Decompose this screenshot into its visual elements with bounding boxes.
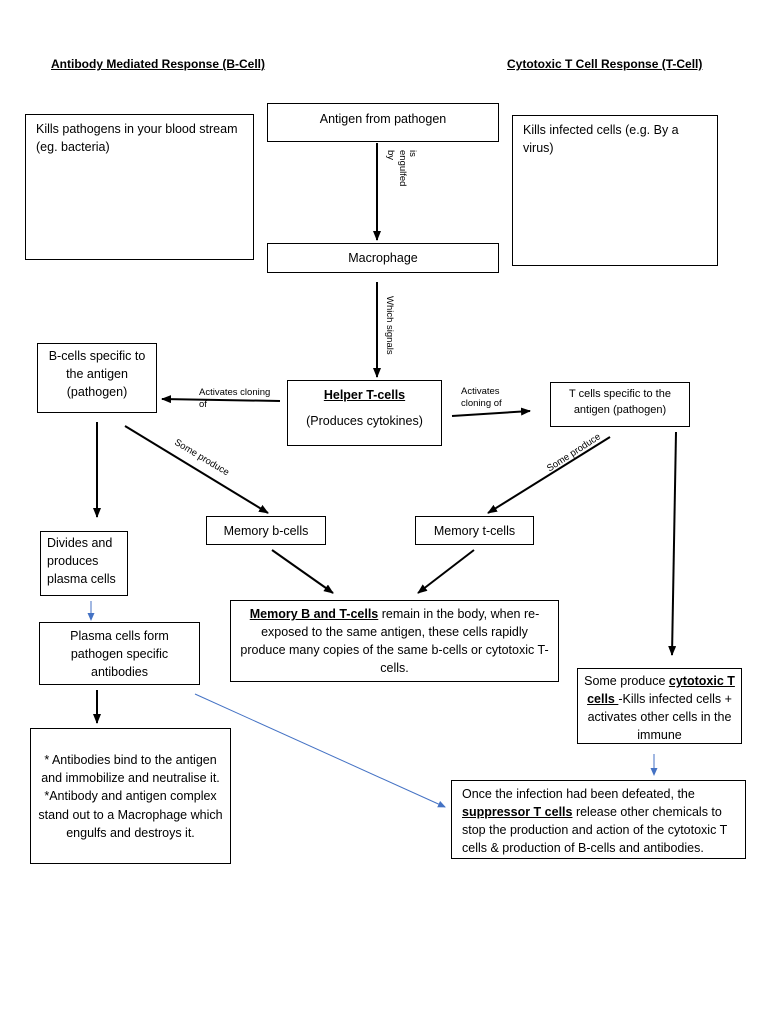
tcells-specific-text: T cells specific to the antigen (pathoge… xyxy=(569,388,671,416)
suppressor-text: release other chemicals to stop the prod… xyxy=(462,805,727,856)
memory-bcells-box: Memory b-cells xyxy=(206,516,326,545)
suppressor-box: Once the infection had been defeated, th… xyxy=(451,780,746,859)
arrow-memoryb-memorybt xyxy=(271,549,334,594)
label-by: by xyxy=(385,150,396,161)
macrophage-box: Macrophage xyxy=(267,243,499,273)
divides-text: Divides and produces plasma cells xyxy=(47,536,116,587)
label-is-engulfed-by: is engulfed by xyxy=(384,150,424,210)
helper-tcells-box: Helper T-cells (Produces cytokines) xyxy=(287,380,442,446)
heading-t-cell: Cytotoxic T Cell Response (T-Cell) xyxy=(507,57,703,71)
heading-b-cell: Antibody Mediated Response (B-Cell) xyxy=(51,57,266,71)
label-which-signals: Which signals xyxy=(384,296,395,355)
label-activates-left: Activates cloning of xyxy=(199,387,271,410)
antigen-text: Antigen from pathogen xyxy=(319,112,447,126)
cytotoxic-box: Some produce cytotoxic T cells -Kills in… xyxy=(577,668,742,744)
suppressor-bold: suppressor T cells xyxy=(462,805,573,820)
arrow-bcells-memoryb xyxy=(124,425,269,514)
kills-infected-box: Kills infected cells (e.g. By a virus) xyxy=(512,115,718,266)
helper-tcells-subtitle: (Produces cytokines) xyxy=(306,414,423,429)
memory-tcells-box: Memory t-cells xyxy=(415,516,534,545)
arrow-helper-bcells xyxy=(161,395,281,404)
memory-bt-bold: Memory B and T-cells xyxy=(249,607,379,621)
antibodies-bind-box: * Antibodies bind to the antigen and imm… xyxy=(30,728,231,864)
cytotoxic-bold: cytotoxic T cells xyxy=(587,674,735,707)
cytotoxic-pre: Some produce xyxy=(584,674,669,688)
divides-box: Divides and produces plasma cells xyxy=(40,531,128,596)
plasma-cells-text: Plasma cells form pathogen specific anti… xyxy=(70,629,169,680)
antibodies-bind-text: * Antibodies bind to the antigen and imm… xyxy=(38,753,223,840)
memory-bt-text: remain in the body, when re-exposed to t… xyxy=(240,607,549,676)
suppressor-pre: Once the infection had been defeated, th… xyxy=(462,787,695,801)
bcells-specific-text: B-cells specific to the antigen (pathoge… xyxy=(48,349,146,400)
helper-tcells-title: Helper T-cells xyxy=(323,388,406,402)
memory-tcells-text: Memory t-cells xyxy=(433,524,516,538)
memory-bt-box: Memory B and T-cells remain in the body,… xyxy=(230,600,559,682)
plasma-cells-box: Plasma cells form pathogen specific anti… xyxy=(39,622,200,685)
arrow-plasma-suppressor xyxy=(194,693,446,808)
label-activates-right: Activates cloning of xyxy=(461,386,502,409)
kills-pathogens-box: Kills pathogens in your blood stream (eg… xyxy=(25,114,254,260)
arrow-tcells-memoryt xyxy=(487,436,611,514)
macrophage-text: Macrophage xyxy=(348,251,418,265)
cytotoxic-text: -Kills infected cells + activates other … xyxy=(587,692,732,743)
arrow-helper-tcells xyxy=(451,407,531,417)
tcells-specific-box: T cells specific to the antigen (pathoge… xyxy=(550,382,690,427)
bcells-specific-box: B-cells specific to the antigen (pathoge… xyxy=(37,343,157,413)
kills-pathogens-text: Kills pathogens in your blood stream (eg… xyxy=(36,122,238,155)
arrow-tcells-cytotoxic xyxy=(668,431,677,656)
memory-bcells-text: Memory b-cells xyxy=(223,524,309,538)
label-engulfed: engulfed xyxy=(397,150,408,187)
kills-infected-text: Kills infected cells (e.g. By a virus) xyxy=(523,123,679,156)
antigen-box: Antigen from pathogen xyxy=(267,103,499,142)
arrow-memoryt-memorybt xyxy=(417,549,475,594)
